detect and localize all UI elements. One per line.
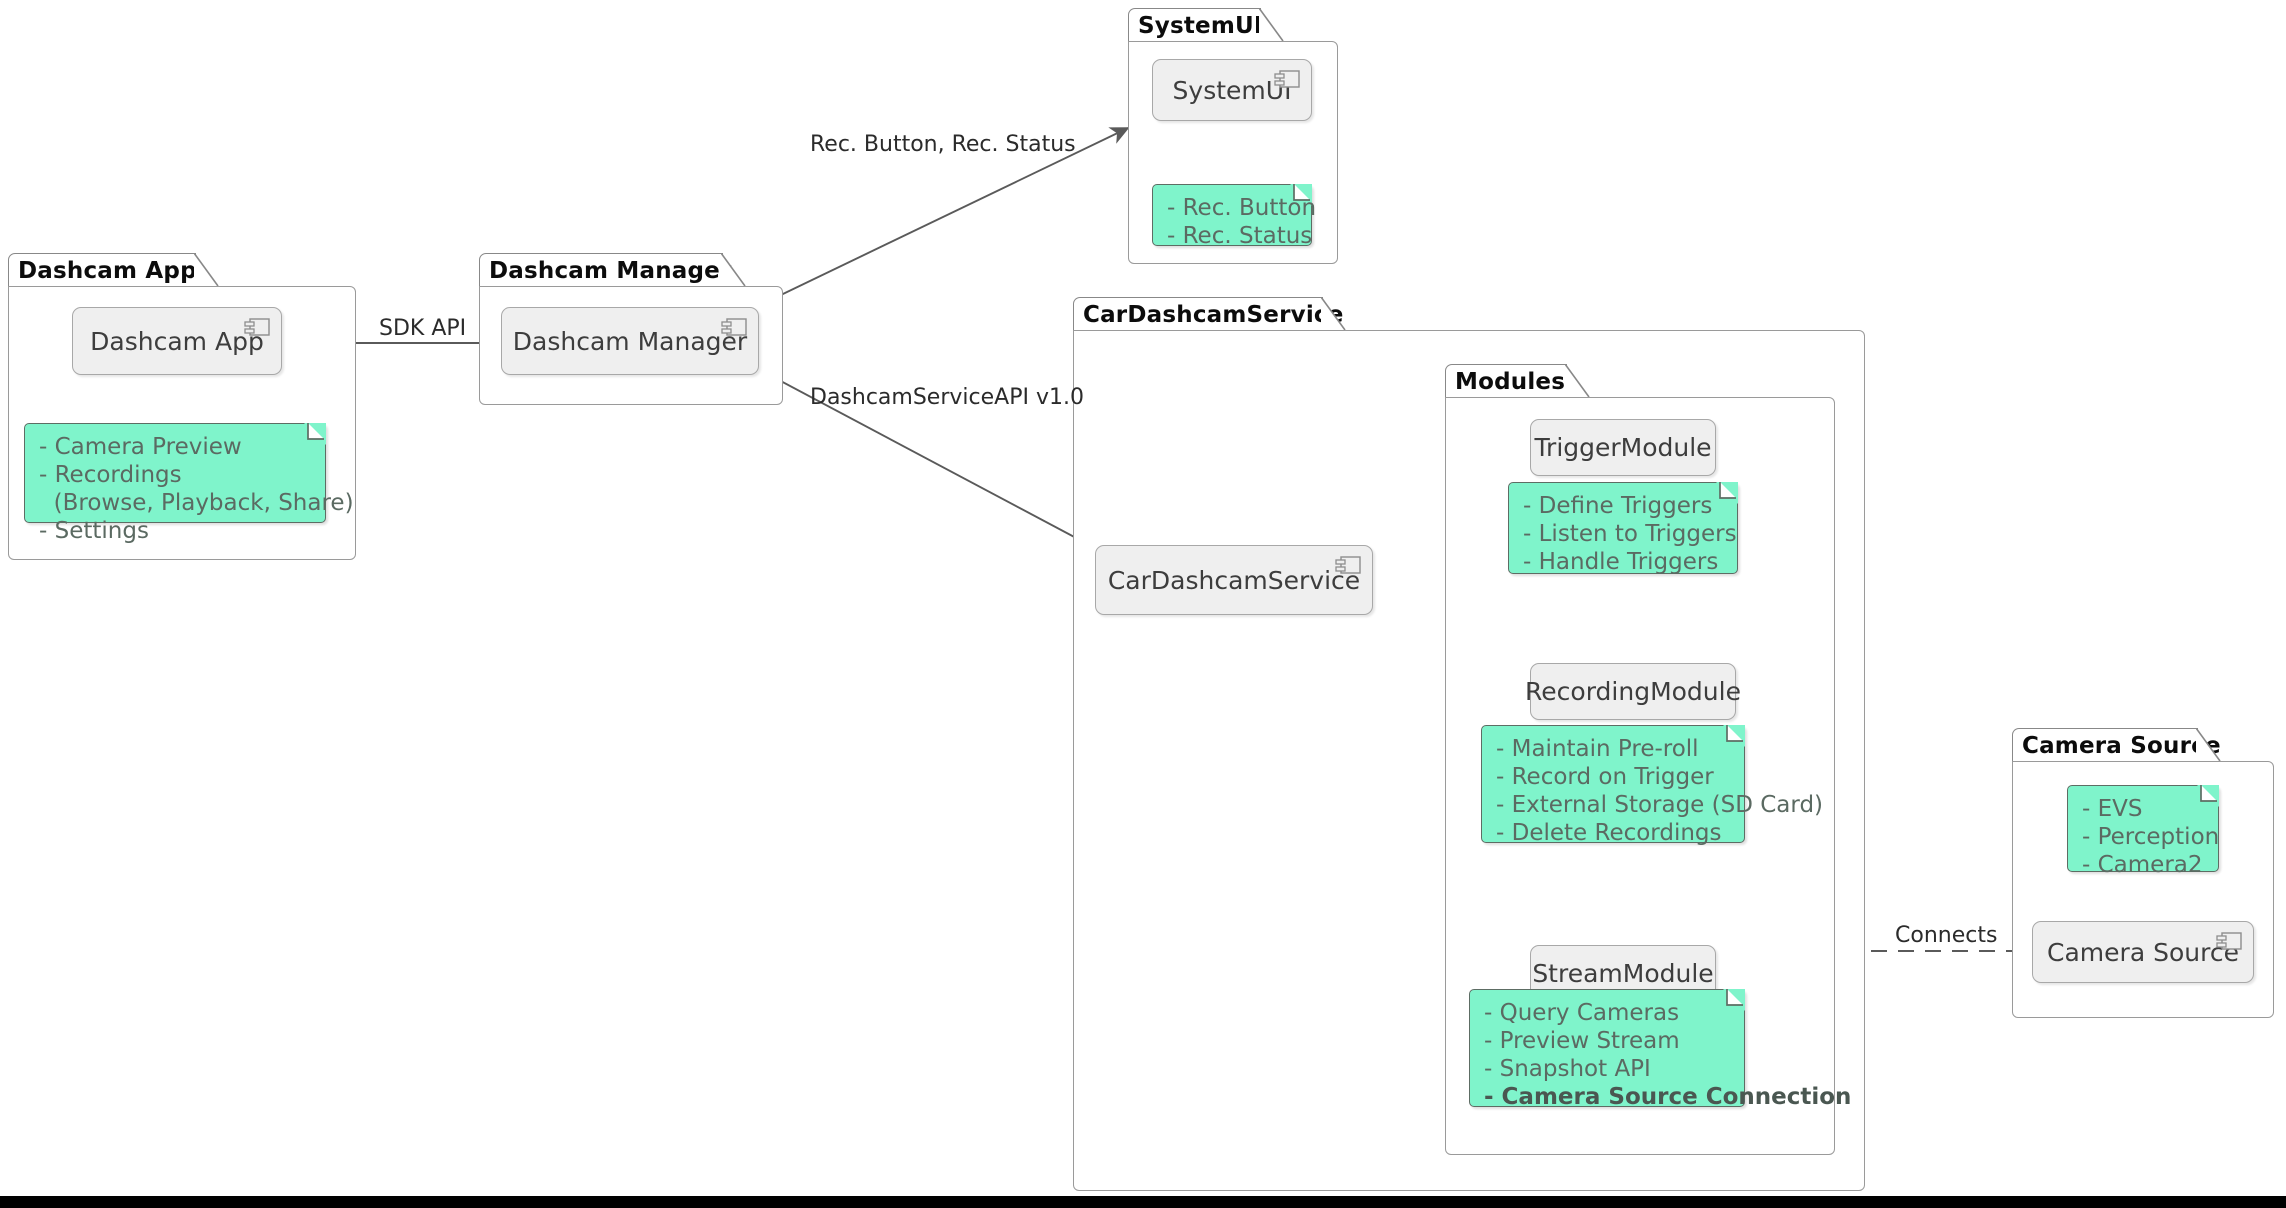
note-fold-icon bbox=[1290, 184, 1312, 206]
package-dashcam-app-tab: Dashcam App bbox=[8, 253, 197, 287]
package-car-dashcam-service: CarDashcamService CarDashcamService Modu… bbox=[1073, 297, 1865, 1191]
package-system-ui-title: SystemUI bbox=[1138, 12, 1263, 39]
package-camera-source-tab-slant bbox=[2196, 728, 2221, 762]
note-line: - Recordings bbox=[39, 462, 182, 488]
package-camera-source-tab: Camera Source bbox=[2012, 728, 2221, 762]
package-modules-title: Modules bbox=[1455, 368, 1566, 395]
note-camera-source-lines: - EVS - Perception - Camera2 bbox=[2082, 795, 2219, 879]
note-line-emphasized: - Camera Source Connection bbox=[1484, 1084, 1852, 1110]
component-system-ui-label: SystemUI bbox=[1172, 75, 1292, 105]
component-camera-source-label: Camera Source bbox=[2047, 937, 2239, 967]
note-line: - Record on Trigger bbox=[1496, 764, 1714, 790]
note-line: - Rec. Status bbox=[1167, 223, 1313, 249]
note-line: - Preview Stream bbox=[1484, 1028, 1680, 1054]
package-dashcam-manager-tab-slant bbox=[721, 253, 746, 287]
note-line: - Snapshot API bbox=[1484, 1056, 1651, 1082]
note-line: - Handle Triggers bbox=[1523, 549, 1719, 575]
note-trigger-module: - Define Triggers - Listen to Triggers -… bbox=[1508, 482, 1738, 576]
component-dashcam-app[interactable]: Dashcam App bbox=[72, 307, 282, 375]
note-fold-icon bbox=[304, 423, 326, 445]
note-line: - Maintain Pre-roll bbox=[1496, 736, 1699, 762]
edge-label-sdk-api: SDK API bbox=[379, 316, 467, 341]
component-car-dashcam-service-label: CarDashcamService bbox=[1107, 565, 1361, 595]
note-system-ui: - Rec. Button - Rec. Status bbox=[1152, 184, 1316, 249]
package-modules: Modules TriggerModule - Define Triggers bbox=[1445, 364, 1851, 1155]
component-dashcam-manager-label: Dashcam Manager bbox=[512, 326, 748, 356]
component-trigger-module-label: TriggerModule bbox=[1534, 433, 1712, 462]
note-line: - Listen to Triggers bbox=[1523, 521, 1737, 547]
component-icon bbox=[721, 318, 747, 336]
component-camera-source[interactable]: Camera Source bbox=[2032, 921, 2254, 983]
note-recording-module-lines: - Maintain Pre-roll - Record on Trigger … bbox=[1496, 735, 1823, 847]
package-modules-tab: Modules bbox=[1445, 364, 1567, 398]
note-fold-icon bbox=[1723, 725, 1745, 747]
note-trigger-module-lines: - Define Triggers - Listen to Triggers -… bbox=[1523, 492, 1737, 576]
note-stream-module-lines: - Query Cameras - Preview Stream - Snaps… bbox=[1484, 999, 1851, 1111]
note-system-ui-lines: - Rec. Button - Rec. Status bbox=[1167, 194, 1316, 250]
package-dashcam-manager: Dashcam Manager Dashcam Manager bbox=[479, 253, 783, 405]
note-line: (Browse, Playback, Share) bbox=[39, 490, 354, 516]
note-dashcam-app: - Camera Preview - Recordings (Browse, P… bbox=[24, 423, 354, 544]
component-icon bbox=[244, 318, 270, 336]
component-icon bbox=[1274, 70, 1300, 88]
package-car-dashcam-service-tab: CarDashcamService bbox=[1073, 297, 1343, 331]
package-system-ui-tab: SystemUI bbox=[1128, 8, 1263, 42]
package-modules-tab-slant bbox=[1565, 364, 1590, 398]
package-dashcam-manager-title: Dashcam Manager bbox=[489, 257, 732, 284]
component-system-ui[interactable]: SystemUI bbox=[1152, 59, 1312, 121]
component-trigger-module[interactable]: TriggerModule bbox=[1530, 419, 1716, 476]
note-line: - Perception bbox=[2082, 824, 2220, 850]
package-dashcam-manager-tab: Dashcam Manager bbox=[479, 253, 731, 287]
edge-label-connects: Connects bbox=[1891, 923, 2002, 948]
package-dashcam-app: Dashcam App Dashcam App - Camera Pre bbox=[8, 253, 356, 560]
note-line: - Delete Recordings bbox=[1496, 820, 1722, 846]
note-line: - Query Cameras bbox=[1484, 1000, 1680, 1026]
package-system-ui: SystemUI SystemUI - Rec. Button - Rec. bbox=[1128, 8, 1338, 264]
note-line: - EVS bbox=[2082, 796, 2143, 822]
component-icon bbox=[1335, 556, 1361, 574]
note-recording-module: - Maintain Pre-roll - Record on Trigger … bbox=[1481, 725, 1823, 846]
component-recording-module[interactable]: RecordingModule bbox=[1525, 663, 1741, 720]
component-dashcam-manager[interactable]: Dashcam Manager bbox=[501, 307, 759, 375]
note-line: - Camera Preview bbox=[39, 434, 242, 460]
note-line: - Settings bbox=[39, 518, 149, 544]
note-line: - Camera2 bbox=[2082, 852, 2203, 878]
package-system-ui-tab-slant bbox=[1259, 8, 1284, 42]
package-camera-source: Camera Source - EVS - Perception - Camer… bbox=[2012, 728, 2274, 1018]
package-dashcam-app-tab-slant bbox=[194, 253, 219, 287]
package-car-dashcam-service-tab-slant bbox=[1321, 297, 1346, 331]
note-line: - Define Triggers bbox=[1523, 493, 1713, 519]
edge-label-rec-button-status: Rec. Button, Rec. Status bbox=[810, 132, 1076, 157]
note-fold-icon bbox=[1723, 989, 1745, 1011]
component-stream-module-label: StreamModule bbox=[1532, 959, 1714, 988]
component-recording-module-label: RecordingModule bbox=[1525, 677, 1741, 706]
package-dashcam-app-title: Dashcam App bbox=[18, 257, 197, 284]
package-camera-source-title: Camera Source bbox=[2022, 732, 2221, 759]
component-dashcam-app-label: Dashcam App bbox=[90, 326, 264, 356]
edge-label-dashcam-service-api: DashcamServiceAPI v1.0 bbox=[810, 385, 1084, 410]
component-car-dashcam-service[interactable]: CarDashcamService bbox=[1095, 545, 1373, 615]
note-dashcam-app-lines: - Camera Preview - Recordings (Browse, P… bbox=[39, 433, 354, 545]
note-camera-source: - EVS - Perception - Camera2 bbox=[2067, 785, 2219, 878]
package-car-dashcam-service-title: CarDashcamService bbox=[1083, 301, 1344, 328]
note-line: - Rec. Button bbox=[1167, 195, 1317, 221]
component-icon bbox=[2216, 932, 2242, 950]
note-fold-icon bbox=[2197, 785, 2219, 807]
bottom-bar bbox=[0, 1196, 2286, 1208]
note-line: - External Storage (SD Card) bbox=[1496, 792, 1824, 818]
note-stream-module: - Query Cameras - Preview Stream - Snaps… bbox=[1469, 989, 1851, 1110]
note-fold-icon bbox=[1716, 482, 1738, 504]
